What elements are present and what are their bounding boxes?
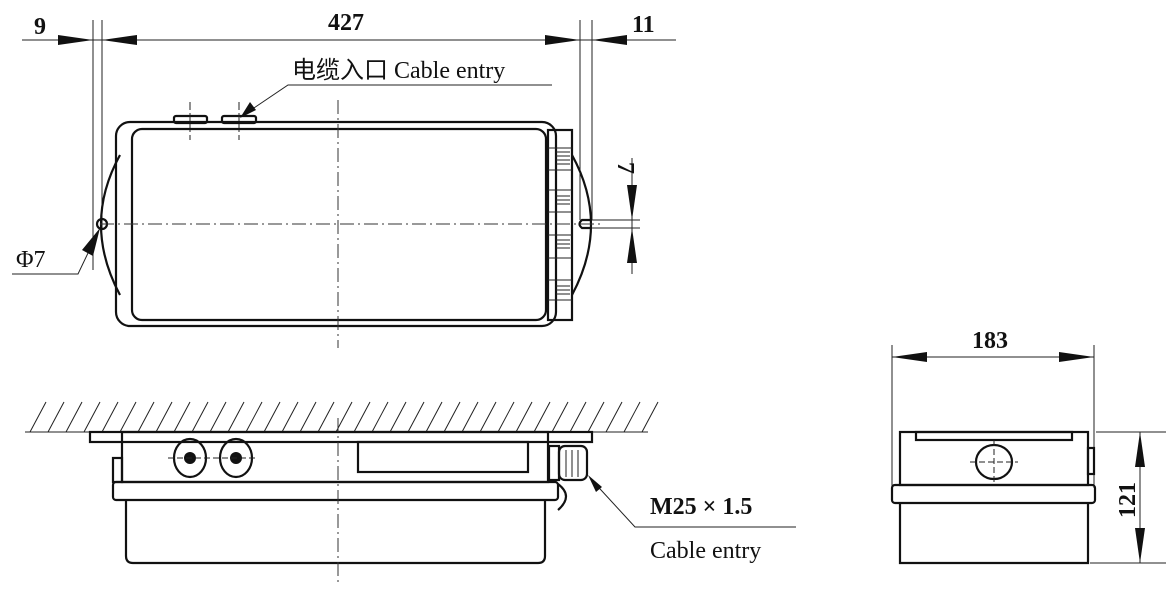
arrow-icon	[545, 35, 580, 45]
hatch-line	[623, 401, 641, 433]
hatch-line	[443, 401, 461, 433]
enclosure-cover	[124, 500, 547, 565]
hatch-line	[137, 401, 155, 433]
mounting-flange	[88, 430, 594, 444]
top-cable-entry-label: 电缆入口 Cable entry	[292, 57, 505, 84]
display-window	[356, 440, 530, 474]
mounting-arc-right	[571, 154, 592, 296]
hatch-line	[551, 401, 569, 433]
arrow-icon	[592, 35, 627, 45]
hatch-line	[263, 401, 281, 433]
hatch-line	[497, 401, 515, 433]
hatch-line	[641, 401, 659, 433]
arrow-icon	[1135, 528, 1145, 563]
dim-hole-diameter: Φ7	[16, 247, 46, 273]
hatch-line	[83, 401, 101, 433]
arrow-icon	[102, 35, 137, 45]
hatch-line	[191, 401, 209, 433]
latch	[557, 483, 568, 511]
hatch-line	[569, 401, 587, 433]
leader-line	[589, 477, 796, 528]
hatch-line	[389, 401, 407, 433]
dim-overall-width: 427	[328, 10, 364, 36]
gland-nut	[547, 444, 561, 482]
hatch-line	[353, 401, 371, 433]
hinge-segments	[548, 147, 572, 301]
mounting-slot	[578, 218, 592, 230]
cable-gland	[557, 444, 589, 482]
leader-line	[244, 84, 552, 115]
hatch-line	[479, 401, 497, 433]
hatch-line	[245, 401, 263, 433]
dim-height: 121	[1115, 482, 1141, 518]
arrow-icon	[58, 35, 93, 45]
arrow-icon	[240, 102, 256, 118]
arrow-icon	[892, 352, 927, 362]
arrow-icon	[82, 228, 100, 256]
hatch-line	[155, 401, 173, 433]
mounting-arc-left	[100, 154, 121, 296]
arrow-icon	[1135, 432, 1145, 467]
hatch-line	[515, 401, 533, 433]
hatch-line	[47, 401, 65, 433]
dim-right-offset: 11	[632, 12, 655, 38]
hatch-line	[425, 401, 443, 433]
front-cable-entry-label: Cable entry	[650, 538, 761, 564]
side-cover	[898, 503, 1090, 565]
side-tab	[111, 456, 124, 484]
hatch-line	[29, 401, 47, 433]
hatch-line	[65, 401, 83, 433]
hatch-line	[101, 401, 119, 433]
dim-hole-spacing: 7	[612, 162, 638, 174]
hatch-line	[173, 401, 191, 433]
side-nub	[1086, 446, 1096, 476]
dim-side-width: 183	[972, 328, 1008, 354]
hatch-line	[227, 401, 245, 433]
hatch-line	[605, 401, 623, 433]
ceiling-hatching	[29, 401, 659, 433]
front-view: M25 × 1.5 Cable entry	[25, 401, 796, 582]
enclosure-lid	[130, 127, 548, 322]
top-view: 9 427 11 电缆入口 Cable entry	[12, 10, 676, 348]
thread-spec-label: M25 × 1.5	[650, 494, 752, 520]
side-top-strip	[914, 430, 1074, 442]
hatch-line	[587, 401, 605, 433]
hatch-line	[371, 401, 389, 433]
arrow-icon	[627, 228, 637, 263]
hatch-line	[209, 401, 227, 433]
hatch-line	[407, 401, 425, 433]
hatch-line	[299, 401, 317, 433]
side-view: 183 121	[890, 328, 1166, 565]
hatch-line	[461, 401, 479, 433]
side-band	[890, 483, 1097, 505]
hatch-line	[281, 401, 299, 433]
hatch-line	[335, 401, 353, 433]
arrow-icon	[588, 475, 602, 492]
arrow-icon	[1059, 352, 1094, 362]
enclosure-band	[111, 480, 560, 502]
dim-left-offset: 9	[34, 14, 46, 40]
hinge-bracket	[546, 128, 574, 322]
hatch-line	[317, 401, 335, 433]
arrow-icon	[627, 185, 637, 220]
hatch-line	[533, 401, 551, 433]
hatch-line	[119, 401, 137, 433]
